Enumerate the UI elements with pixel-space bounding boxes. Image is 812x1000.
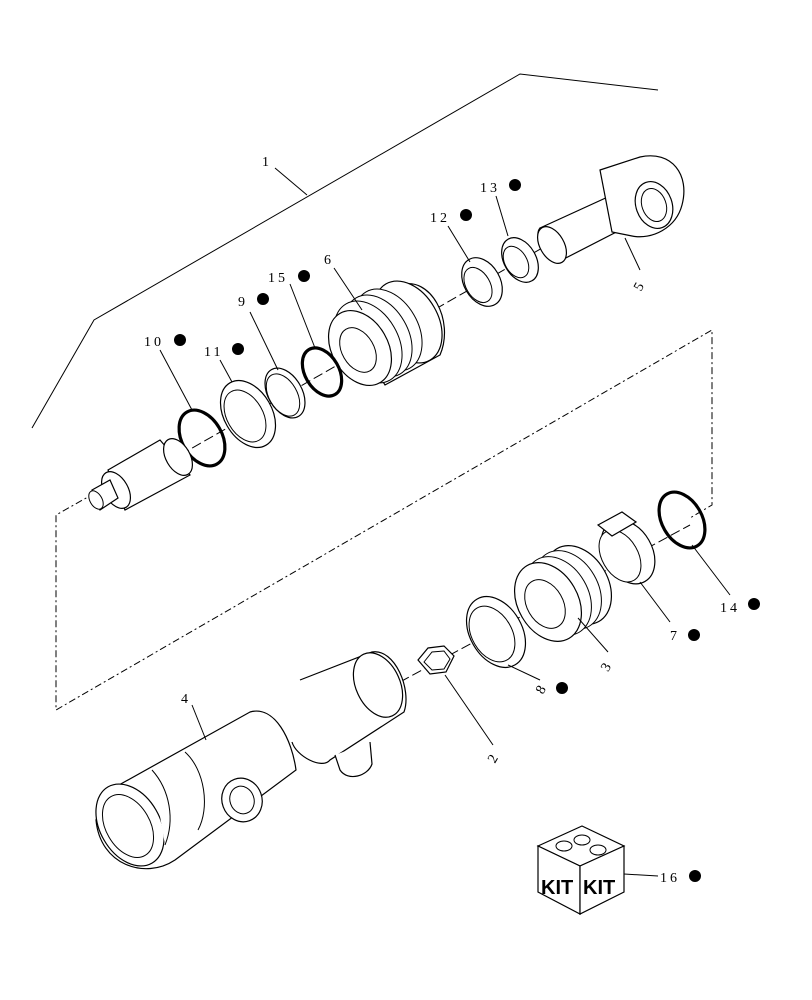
- callout-10-marker: [174, 334, 186, 346]
- ring-11-part: [219, 379, 277, 449]
- callout-2-label: 2: [485, 750, 503, 766]
- callout-16-marker: [689, 870, 701, 882]
- leader-11: [219, 359, 233, 383]
- leader-10: [159, 349, 193, 411]
- nut-2-part: [417, 645, 455, 675]
- leader-6: [333, 267, 363, 311]
- callout-4-label: 4: [181, 692, 191, 707]
- callout-11-marker: [232, 343, 244, 355]
- leader-15: [289, 283, 316, 349]
- callout-13-marker: [509, 179, 521, 191]
- callout-16-label: 16: [660, 871, 680, 886]
- ring-8-part: [465, 596, 527, 668]
- leader-7: [639, 581, 671, 623]
- leader-2: [444, 674, 494, 746]
- ring-9-inner: [265, 373, 301, 417]
- leader-16: [623, 873, 659, 877]
- callout-12-label: 12: [430, 211, 450, 226]
- callout-15-marker: [298, 270, 310, 282]
- callout-14-marker: [748, 598, 760, 610]
- callout-12-marker: [460, 209, 472, 221]
- barrel-4-part: [95, 651, 407, 870]
- callout-9-marker: [257, 293, 269, 305]
- leader-13: [495, 195, 509, 237]
- seal-3-part: [513, 545, 613, 642]
- leader-14: [691, 544, 731, 596]
- callout-6-label: 6: [324, 253, 334, 268]
- callout-7-label: 7: [670, 629, 680, 644]
- callout-11-label: 11: [204, 345, 223, 360]
- oring-14-part: [657, 490, 707, 550]
- leader-8: [507, 664, 541, 681]
- assembly-path-line: [55, 329, 713, 711]
- callout-14-label: 14: [720, 601, 740, 616]
- kit-label-left: KIT: [541, 877, 573, 899]
- leader-12: [447, 225, 471, 263]
- kit-label-right: KIT: [583, 877, 615, 899]
- kit-box-icon: KIT KIT: [536, 825, 626, 915]
- callout-7-marker: [688, 629, 700, 641]
- callout-13-label: 13: [480, 181, 500, 196]
- leader-3: [577, 617, 609, 653]
- callout-15-label: 15: [268, 271, 288, 286]
- rod-eye-part: [536, 155, 685, 264]
- assembly-bracket: [31, 73, 659, 429]
- leader-4: [191, 704, 207, 741]
- callout-8-marker: [556, 682, 568, 694]
- leader-9: [249, 311, 279, 371]
- callout-5-label: 5: [631, 278, 649, 294]
- oring-15-part: [300, 346, 344, 398]
- ring-13-part: [501, 237, 539, 283]
- callout-8-label: 8: [533, 681, 551, 697]
- leader-5: [624, 237, 641, 271]
- callout-3-label: 3: [598, 658, 616, 674]
- callout-1-label: 1: [262, 155, 272, 170]
- leader-1: [274, 167, 308, 196]
- callout-9-label: 9: [238, 295, 248, 310]
- piston-6-part: [327, 280, 445, 386]
- split-ring-7-part: [596, 511, 656, 585]
- callout-10-label: 10: [144, 335, 164, 350]
- rod-end-part: [88, 438, 194, 511]
- ring-12-part: [461, 257, 503, 307]
